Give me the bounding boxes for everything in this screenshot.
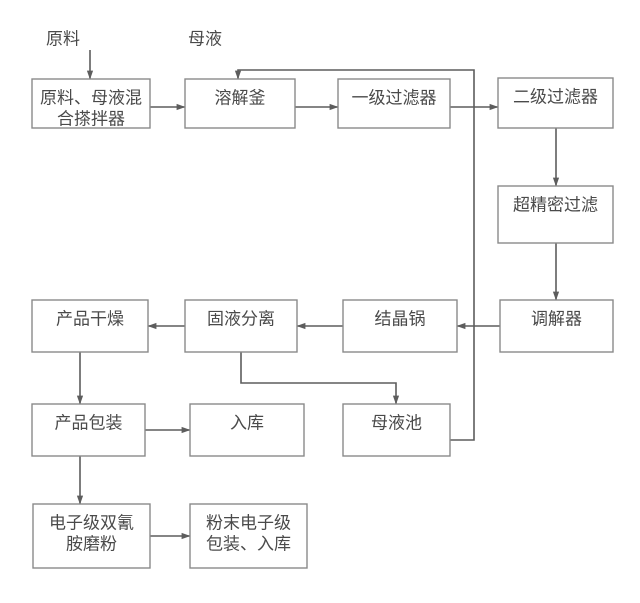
free-labels-layer: 原料 母液	[46, 29, 222, 48]
node-raw-material-mixer-label: 原料、母液混	[40, 88, 142, 107]
node-crystallizer-label: 结晶锅	[375, 309, 426, 328]
edges-layer	[76, 50, 560, 540]
node-ultra-precision-filter-label: 超精密过滤	[513, 195, 598, 214]
node-warehousing-label: 入库	[230, 413, 264, 432]
node-primary-filter-box[interactable]	[337, 78, 451, 129]
node-secondary-filter-label: 二级过滤器	[513, 87, 598, 106]
node-electronic-grade-dicyandiamide-powder-box[interactable]	[32, 503, 151, 569]
node-primary-filter[interactable]: 一级过滤器	[337, 78, 451, 129]
node-warehousing-box[interactable]	[189, 403, 305, 457]
node-secondary-filter-box[interactable]	[497, 77, 614, 129]
node-product-drying-label: 产品干燥	[56, 309, 124, 328]
node-solid-liquid-separation-label: 固液分离	[207, 309, 275, 328]
node-ultra-precision-filter[interactable]: 超精密过滤	[497, 185, 614, 244]
node-primary-filter-label: 一级过滤器	[352, 88, 437, 107]
edge-solid-liquid-separation-to-mother-liquor-pool	[240, 352, 400, 405]
node-dissolving-kettle-box[interactable]	[184, 78, 296, 129]
nodes-layer: 原料、母液混合搽拌器溶解釜一级过滤器二级过滤器超精密过滤调解器结晶锅固液分离产品…	[31, 77, 614, 569]
mother-liquor-label: 母液	[188, 29, 222, 48]
raw-material-label: 原料	[46, 29, 80, 48]
node-product-packaging-label: 产品包装	[55, 413, 123, 432]
node-electronic-grade-dicyandiamide-powder-label: 电子级双氰	[49, 513, 134, 532]
node-crystallizer-box[interactable]	[342, 299, 458, 353]
node-raw-material-mixer-box[interactable]	[31, 78, 151, 129]
node-product-drying-box[interactable]	[31, 299, 149, 353]
node-product-packaging-box[interactable]	[31, 403, 146, 457]
node-raw-material-mixer-label: 合搽拌器	[57, 109, 125, 128]
node-electronic-grade-dicyandiamide-powder-label: 胺磨粉	[66, 534, 117, 553]
node-secondary-filter[interactable]: 二级过滤器	[497, 77, 614, 129]
node-solid-liquid-separation[interactable]: 固液分离	[184, 299, 298, 353]
node-regulator-label: 调解器	[531, 309, 582, 328]
node-powder-electronic-grade-packaging-warehousing-label: 粉末电子级	[206, 513, 291, 532]
node-solid-liquid-separation-box[interactable]	[184, 299, 298, 353]
node-warehousing[interactable]: 入库	[189, 403, 305, 457]
node-powder-electronic-grade-packaging-warehousing-label: 包装、入库	[206, 534, 291, 553]
node-dissolving-kettle[interactable]: 溶解釜	[184, 78, 296, 129]
node-regulator[interactable]: 调解器	[499, 299, 614, 353]
node-product-drying[interactable]: 产品干燥	[31, 299, 149, 353]
node-product-packaging[interactable]: 产品包装	[31, 403, 146, 457]
node-mother-liquor-pool[interactable]: 母液池	[342, 403, 451, 457]
node-regulator-box[interactable]	[499, 299, 614, 353]
node-mother-liquor-pool-box[interactable]	[342, 403, 451, 457]
edge-mother-liquor-recycle-to-dissolving-kettle	[234, 69, 475, 441]
node-mother-liquor-pool-label: 母液池	[371, 413, 422, 432]
node-powder-electronic-grade-packaging-warehousing-box[interactable]	[189, 503, 308, 569]
node-ultra-precision-filter-box[interactable]	[497, 185, 614, 244]
node-dissolving-kettle-label: 溶解釜	[215, 88, 266, 107]
node-crystallizer[interactable]: 结晶锅	[342, 299, 458, 353]
